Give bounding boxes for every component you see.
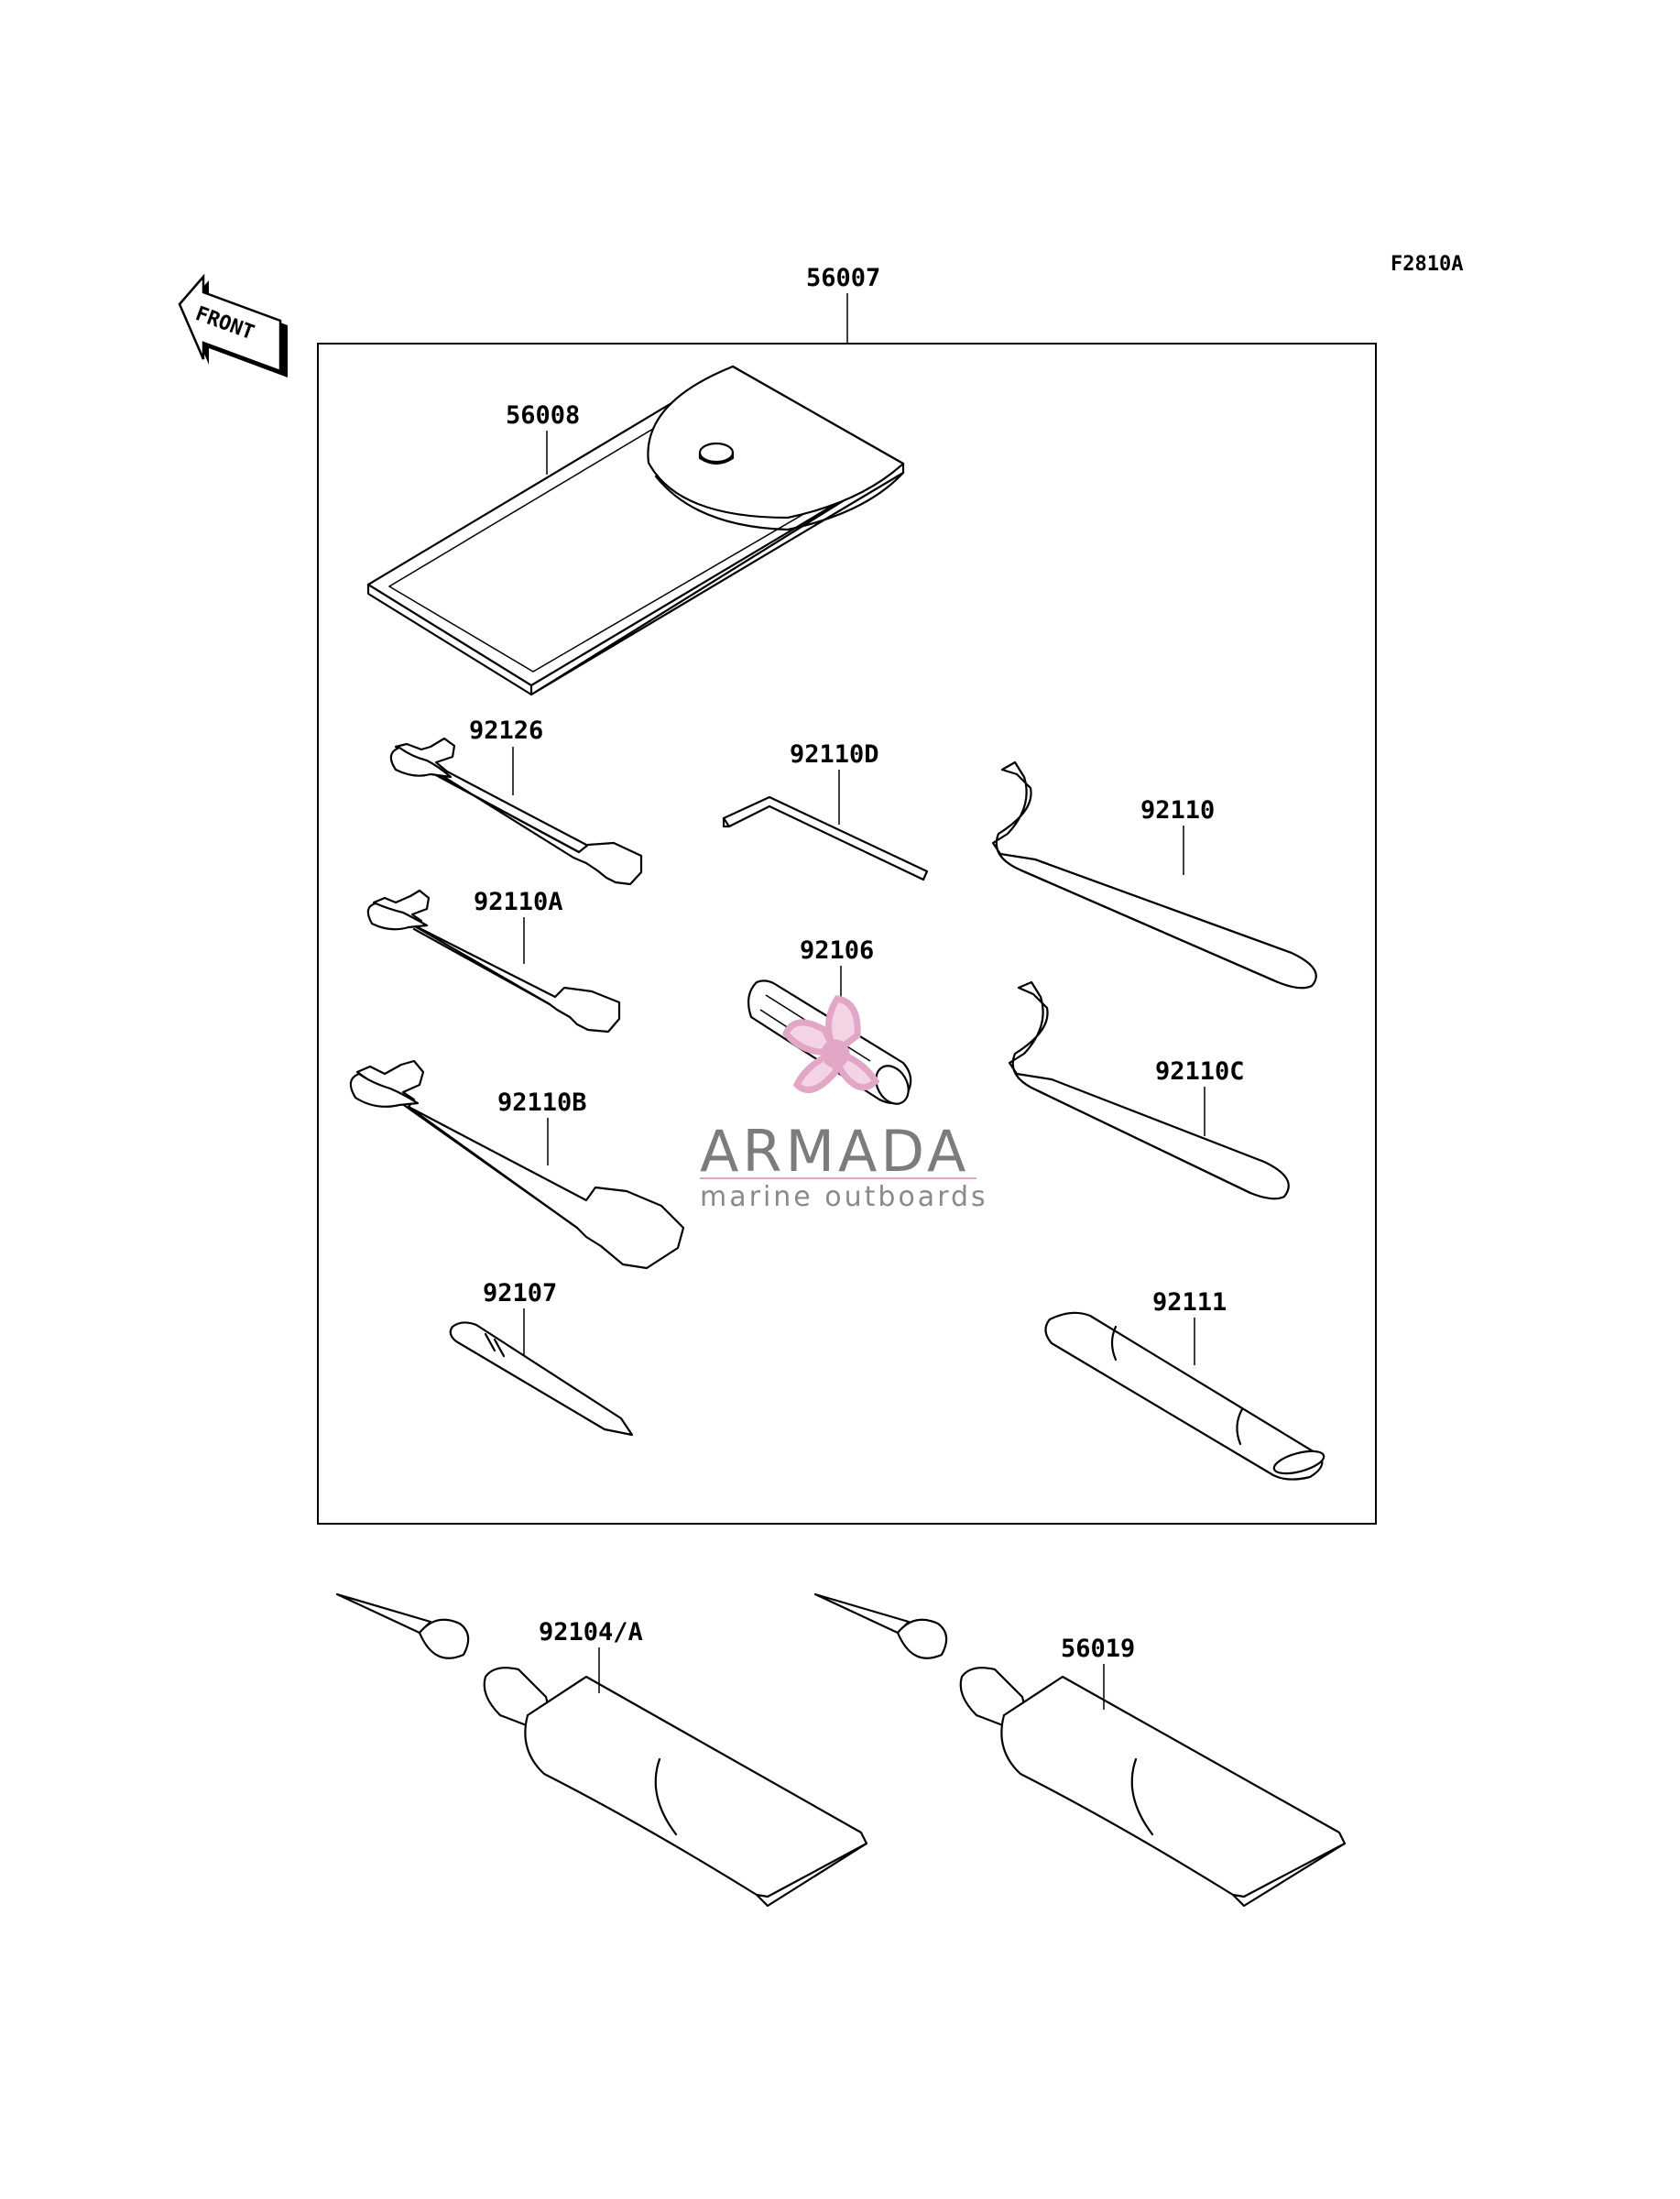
label-56007: 56007 bbox=[806, 264, 880, 292]
watermark-brand: ARMADA bbox=[700, 1118, 969, 1185]
wrench-92126 bbox=[389, 737, 643, 886]
diagram-code: F2810A bbox=[1391, 253, 1463, 276]
grease-tube-92104A bbox=[335, 1592, 868, 1908]
sleeve-92111 bbox=[1044, 1311, 1325, 1481]
label-92126: 92126 bbox=[469, 717, 543, 745]
spanner-92110C bbox=[1008, 980, 1290, 1200]
label-56019: 56019 bbox=[1061, 1635, 1135, 1663]
label-92107: 92107 bbox=[483, 1279, 557, 1307]
label-92110B: 92110B bbox=[497, 1089, 587, 1117]
watermark-logo: ARMADA marine outboards bbox=[700, 995, 988, 1213]
label-92104A: 92104/A bbox=[539, 1618, 643, 1647]
propeller-icon bbox=[781, 995, 880, 1094]
spanner-92110 bbox=[991, 760, 1317, 990]
allen-key-92110D bbox=[722, 795, 929, 881]
wrench-92110A bbox=[366, 889, 621, 1034]
front-arrow-icon: FRONT bbox=[178, 273, 288, 377]
label-92110C: 92110C bbox=[1155, 1057, 1245, 1086]
label-92111: 92111 bbox=[1152, 1288, 1227, 1317]
label-92110: 92110 bbox=[1140, 796, 1215, 825]
tool-kit-box bbox=[317, 343, 1377, 1525]
label-56008: 56008 bbox=[506, 401, 580, 430]
watermark-tagline: marine outboards bbox=[700, 1181, 988, 1213]
wrench-92110B bbox=[349, 1059, 685, 1270]
label-92110A: 92110A bbox=[474, 888, 563, 916]
label-92110D: 92110D bbox=[790, 740, 879, 769]
screwdriver-92107 bbox=[449, 1321, 634, 1437]
label-92106: 92106 bbox=[800, 936, 874, 965]
grease-tube-56019 bbox=[813, 1592, 1347, 1908]
tool-bag-56008 bbox=[366, 365, 905, 696]
